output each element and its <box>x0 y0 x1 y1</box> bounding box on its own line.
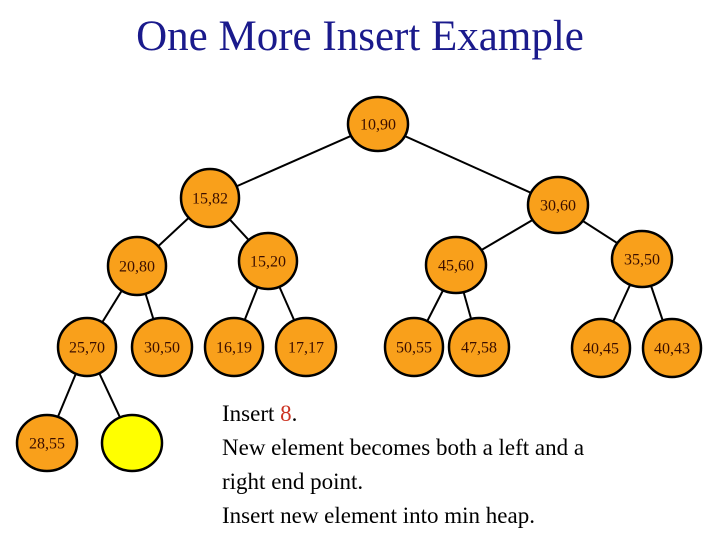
tree-node <box>383 316 445 378</box>
tree-node <box>447 316 511 378</box>
tree-node <box>570 317 632 379</box>
caption-block: Insert 8. New element becomes both a left… <box>222 397 692 533</box>
tree-node-label: 50,55 <box>396 340 432 357</box>
tree-node-label: 28,55 <box>29 436 65 453</box>
tree-node-label: 15,82 <box>192 191 228 208</box>
caption-text: New element becomes both a left and a <box>222 435 585 460</box>
caption-text: Insert new element into min heap. <box>222 503 535 528</box>
tree-node <box>641 317 703 379</box>
tree-node <box>203 316 265 378</box>
tree-node-new <box>100 413 164 473</box>
tree-node <box>179 167 241 229</box>
caption-line: Insert new element into min heap. <box>222 499 692 533</box>
tree-node-label: 16,19 <box>216 340 252 357</box>
tree-node-label: 30,50 <box>144 340 180 357</box>
tree-node-label: 47,58 <box>461 340 497 357</box>
tree-node-label: 10,90 <box>360 117 396 134</box>
caption-line: Insert 8. <box>222 397 692 431</box>
tree-node-label: 17,17 <box>288 340 324 357</box>
tree-node <box>237 231 299 291</box>
tree-node <box>610 229 674 289</box>
tree-node-label: 15,20 <box>250 254 286 271</box>
tree-node-label: 25,70 <box>69 340 105 357</box>
tree-node-label: 45,60 <box>438 258 474 275</box>
tree-node <box>15 413 79 473</box>
tree-node-label: 30,60 <box>540 198 576 215</box>
tree-edge <box>377 123 559 206</box>
slide-title: One More Insert Example <box>136 13 584 60</box>
tree-node-label: 35,50 <box>624 252 660 269</box>
tree-node-label: 20,80 <box>119 259 155 276</box>
tree-node-label: 40,43 <box>654 341 690 358</box>
tree-node <box>346 95 410 153</box>
caption-text: Insert <box>222 401 281 426</box>
tree-node <box>106 235 168 297</box>
caption-text: right end point. <box>222 469 364 494</box>
tree-node <box>56 316 118 378</box>
caption-line: New element becomes both a left and a <box>222 431 692 465</box>
caption-line: right end point. <box>222 465 692 499</box>
tree-node-label: 40,45 <box>583 341 619 358</box>
tree-node <box>274 316 338 378</box>
tree-node <box>526 175 590 235</box>
tree-node <box>424 235 488 295</box>
caption-text: . <box>291 401 298 426</box>
caption-highlight-value: 8 <box>280 401 292 426</box>
tree-node <box>130 316 194 378</box>
